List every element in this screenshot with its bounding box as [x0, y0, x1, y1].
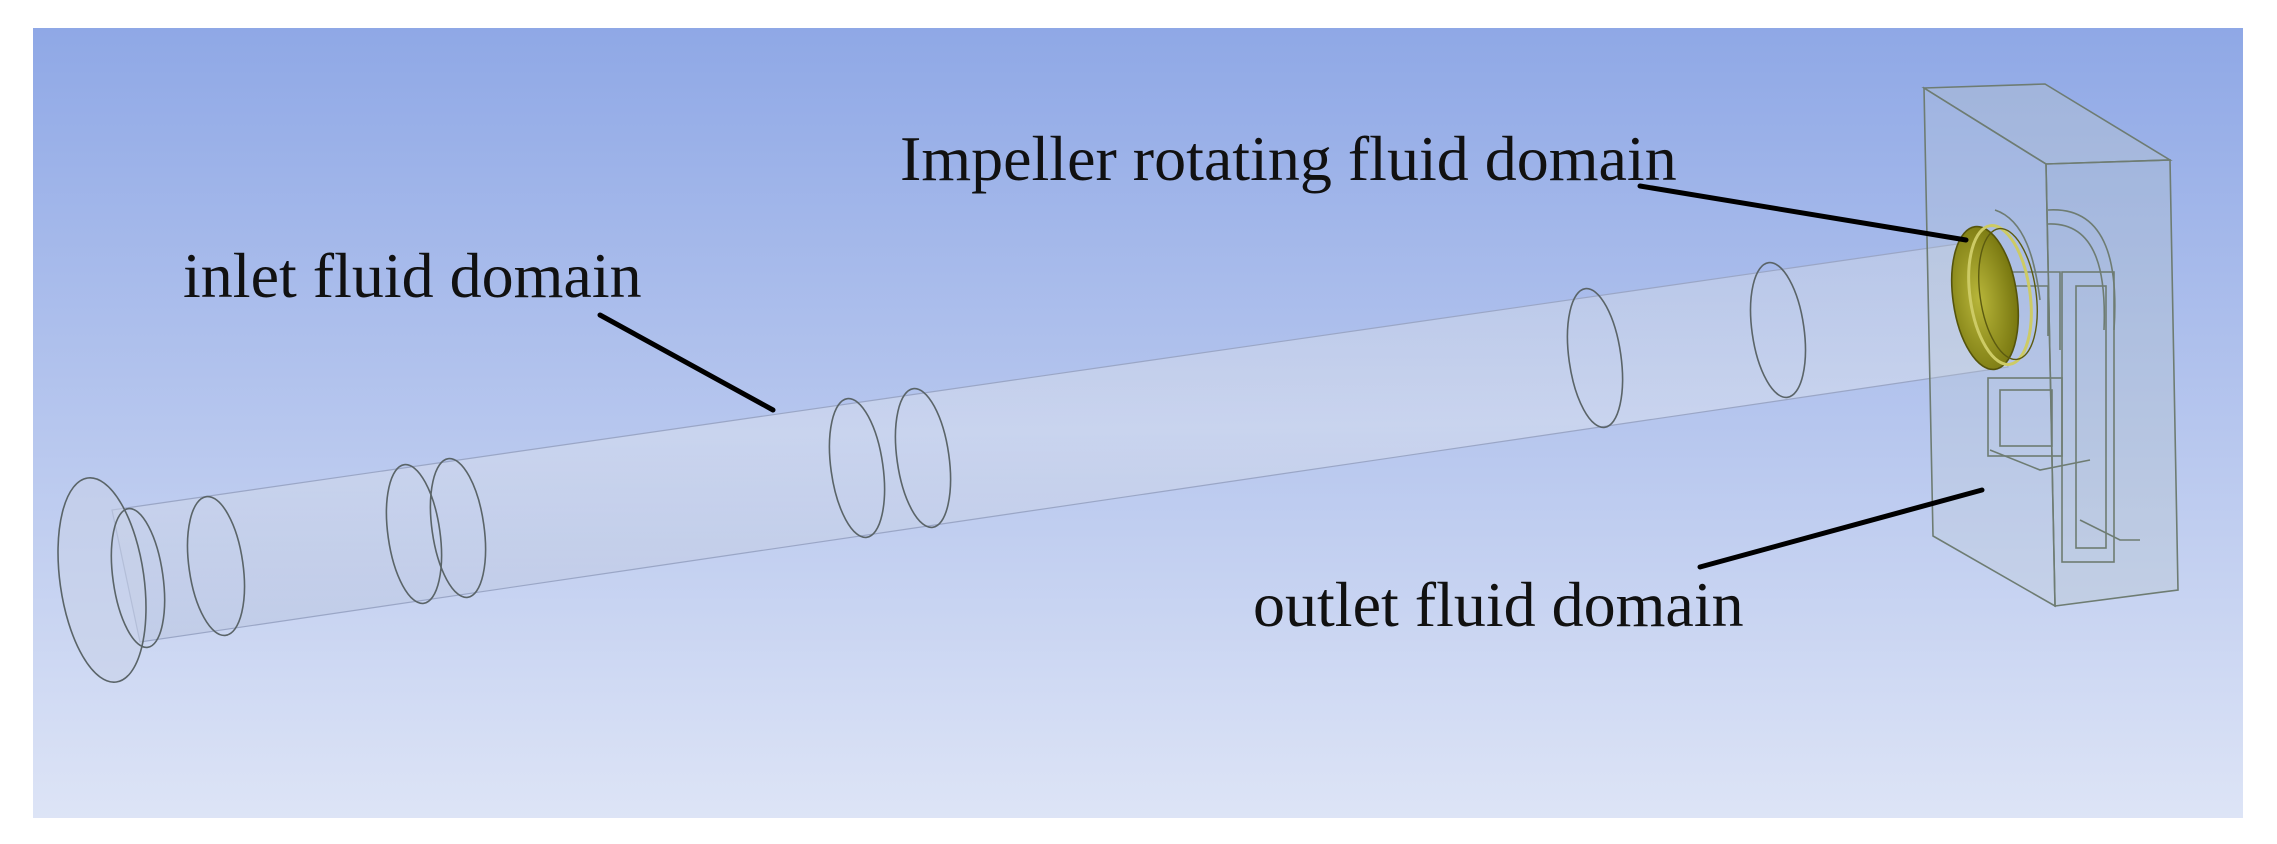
leader-lines [597, 183, 1985, 570]
ring-5 [828, 397, 886, 539]
ring-6 [894, 387, 952, 529]
ring-1 [110, 507, 166, 649]
ring-4 [429, 457, 487, 599]
impeller-disc [1950, 224, 2038, 371]
impeller-leader-line [1637, 183, 1969, 243]
inlet-label: inlet fluid domain [183, 240, 642, 311]
inlet-leader-line [597, 312, 776, 413]
inlet-flange [57, 477, 147, 683]
ring-7 [1566, 287, 1624, 429]
outlet-volute-box [1921, 83, 2179, 608]
outlet-label: outlet fluid domain [1253, 569, 1744, 640]
ring-3 [385, 463, 443, 605]
ring-8 [1749, 261, 1807, 399]
outlet-leader-line [1697, 487, 1985, 570]
pipe-section-rings [110, 261, 1807, 649]
impeller-label: Impeller rotating fluid domain [900, 123, 1677, 194]
ring-2 [186, 495, 246, 637]
